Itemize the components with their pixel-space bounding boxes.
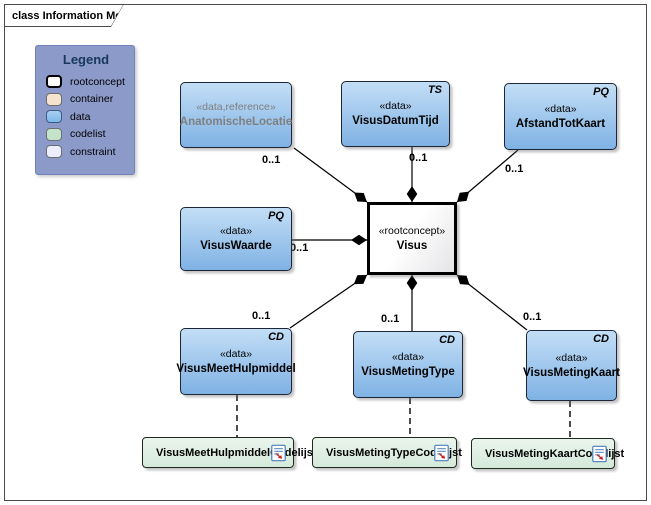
- data-swatch: [46, 110, 62, 124]
- legend-item-label: data: [70, 110, 91, 123]
- node-visusdatumtijd[interactable]: TS «data» VisusDatumTijd: [341, 81, 450, 147]
- multiplicity-label: 0..1: [290, 242, 309, 254]
- container-swatch: [46, 92, 62, 106]
- constraint-swatch: [46, 145, 62, 159]
- node-stereotype: «data»: [379, 100, 412, 112]
- legend-item-label: rootconcept: [70, 75, 125, 88]
- node-name: VisusMetingType: [361, 365, 455, 378]
- multiplicity-label: 0..1: [262, 154, 281, 166]
- document-icon: [434, 444, 449, 461]
- node-stereotype: «data»: [219, 347, 253, 360]
- legend-item-label: container: [70, 93, 114, 106]
- legend-item-container: container: [46, 91, 134, 109]
- node-type-code: PQ: [268, 210, 284, 222]
- legend-item-data: data: [46, 108, 134, 126]
- node-stereotype: «data»: [391, 350, 425, 363]
- node-type-code: CD: [268, 331, 284, 343]
- rootconcept-swatch: [46, 75, 62, 89]
- diagram-tab: class Information Model: [4, 4, 124, 27]
- codelist-visusmeethulpmiddelcodelijst[interactable]: VisusMeetHulpmiddelCodelijst: [142, 437, 317, 468]
- codelist-visusmetingtypecodelijst[interactable]: VisusMetingTypeCodelijst: [312, 437, 462, 468]
- multiplicity-label: 0..1: [505, 163, 524, 175]
- node-type-code: PQ: [593, 86, 609, 98]
- node-name: VisusMeetHulpmiddel: [176, 362, 296, 375]
- legend-item-label: constraint: [70, 145, 116, 158]
- diagram-tab-label: class Information Model: [12, 9, 138, 22]
- node-stereotype: «data»: [555, 351, 588, 364]
- legend-item-codelist: codelist: [46, 126, 134, 144]
- node-stereotype: «data,reference»: [196, 101, 276, 113]
- codelist-visusmetingkaartcodelijst[interactable]: VisusMetingKaartCodelijst: [471, 438, 624, 469]
- node-visuswaarde[interactable]: PQ «data» VisusWaarde: [180, 207, 292, 271]
- node-name: VisusWaarde: [200, 240, 272, 252]
- document-icon: [271, 444, 286, 461]
- node-name: Visus: [396, 239, 428, 252]
- node-name: AfstandTotKaart: [515, 117, 606, 130]
- legend-item-rootconcept: rootconcept: [46, 73, 134, 91]
- node-visusmetingtype[interactable]: CD «data» VisusMetingType: [353, 331, 463, 398]
- node-visusmeethulpmiddel[interactable]: CD «data» VisusMeetHulpmiddel: [176, 328, 296, 395]
- codelist-label: VisusMeetHulpmiddelCodelijst: [156, 446, 317, 459]
- codelist-label: VisusMetingKaartCodelijst: [485, 447, 625, 460]
- node-type-code: TS: [427, 84, 442, 96]
- codelist-label: VisusMetingTypeCodelijst: [326, 446, 462, 459]
- node-visus[interactable]: «rootconcept» Visus: [367, 202, 457, 275]
- node-name: AnatomischeLocatie: [179, 116, 293, 128]
- document-icon: [592, 445, 607, 462]
- legend-item-constraint: constraint: [46, 143, 134, 161]
- node-anatomischelocatie[interactable]: «data,reference» AnatomischeLocatie: [180, 82, 292, 148]
- node-stereotype: «rootconcept»: [378, 224, 446, 237]
- node-stereotype: «data»: [219, 225, 253, 237]
- node-afstandtotkaart[interactable]: PQ «data» AfstandTotKaart: [504, 83, 617, 150]
- node-visusmetingkaart[interactable]: CD «data» VisusMetingKaart: [523, 330, 620, 401]
- node-name: VisusMetingKaart: [523, 366, 620, 379]
- legend-title: Legend: [62, 52, 110, 67]
- legend-panel: Legend rootconcept container data codeli…: [35, 45, 135, 175]
- multiplicity-label: 0..1: [381, 313, 400, 325]
- node-name: VisusDatumTijd: [352, 115, 439, 127]
- multiplicity-label: 0..1: [409, 152, 428, 164]
- multiplicity-label: 0..1: [523, 311, 542, 323]
- multiplicity-label: 0..1: [252, 310, 271, 322]
- frame-border: [4, 4, 647, 501]
- node-stereotype: «data»: [544, 102, 577, 115]
- node-type-code: CD: [593, 333, 609, 345]
- legend-item-label: codelist: [70, 128, 106, 141]
- node-type-code: CD: [439, 334, 455, 346]
- codelist-swatch: [46, 127, 62, 141]
